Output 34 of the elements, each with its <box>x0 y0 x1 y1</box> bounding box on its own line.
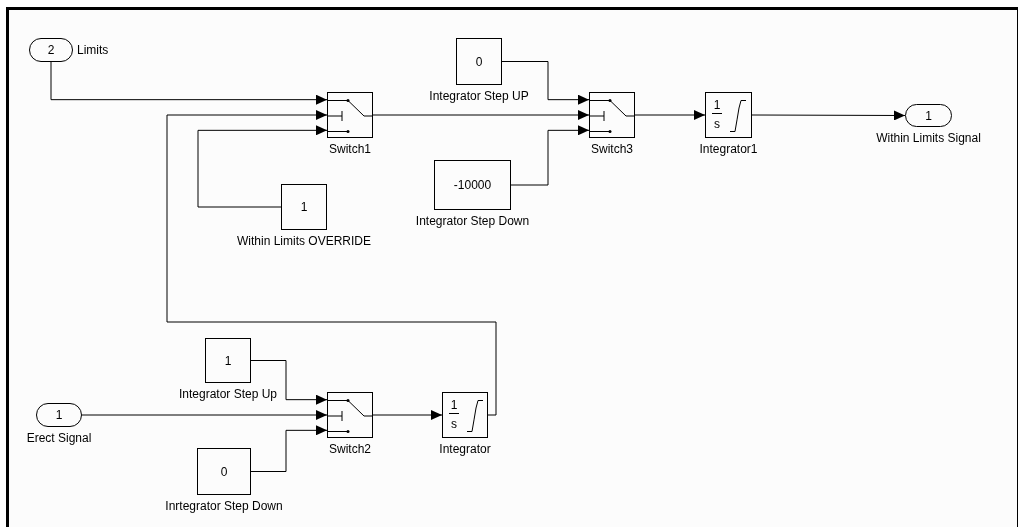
block-name: Integrator1 <box>699 142 758 156</box>
block-name: Switch3 <box>591 142 633 156</box>
block-name: Limits <box>77 43 109 57</box>
signal-arrow <box>372 110 590 120</box>
block-name: Integrator Step UP <box>429 89 529 103</box>
signal-arrow <box>166 110 497 416</box>
block-name: Erect Signal <box>26 431 92 445</box>
block-name: Integrator Step Up <box>178 387 278 401</box>
block-name: Switch1 <box>329 142 371 156</box>
signal-arrow <box>634 110 706 120</box>
block-name: Inrtegrator Step Down <box>165 499 283 513</box>
block-name: Within Limits OVERRIDE <box>237 234 371 248</box>
block-name: Switch2 <box>329 442 371 456</box>
signal-arrow <box>197 125 328 208</box>
constant-block: 0 <box>197 448 251 495</box>
signal-arrow <box>510 125 590 186</box>
block-name: Integrator Step Down <box>415 214 530 228</box>
fraction-numerator: 1 <box>712 99 722 112</box>
signal-arrow <box>372 410 443 420</box>
signal-arrow <box>751 110 906 121</box>
signal-arrow <box>250 425 328 472</box>
constant-block: -10000 <box>434 160 511 210</box>
constant-block: 1 <box>281 184 327 230</box>
signal-arrow <box>501 61 590 105</box>
signal-arrow <box>250 360 328 405</box>
fraction-denominator: s <box>450 418 458 431</box>
signal-arrow <box>81 410 328 420</box>
constant-block: 0 <box>456 38 502 85</box>
block-name: Integrator <box>439 442 491 456</box>
constant-block: 1 <box>205 338 251 383</box>
fraction-numerator: 1 <box>449 399 459 412</box>
block-name: Within Limits Signal <box>876 131 981 145</box>
fraction-denominator: s <box>713 118 721 131</box>
signal-arrow <box>50 61 328 105</box>
